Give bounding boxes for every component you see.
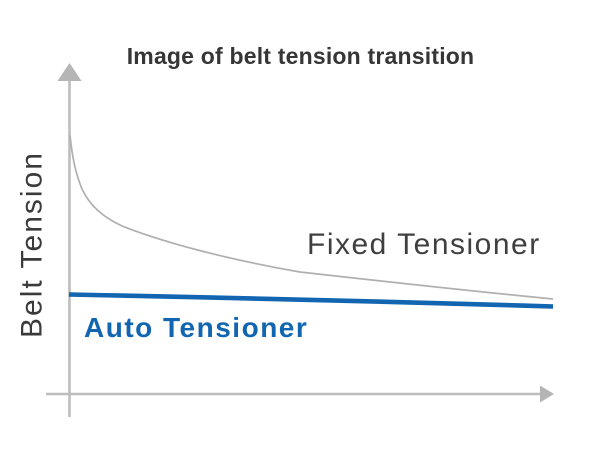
auto-tensioner-label: Auto Tensioner xyxy=(84,312,309,343)
fixed-tensioner-curve xyxy=(69,134,554,300)
x-axis-arrow-icon xyxy=(540,385,554,403)
chart-title: Image of belt tension transition xyxy=(126,43,475,69)
y-axis-arrow-icon xyxy=(57,63,82,81)
auto-tensioner-line xyxy=(68,292,554,309)
fixed-tensioner-label: Fixed Tensioner xyxy=(307,228,541,261)
